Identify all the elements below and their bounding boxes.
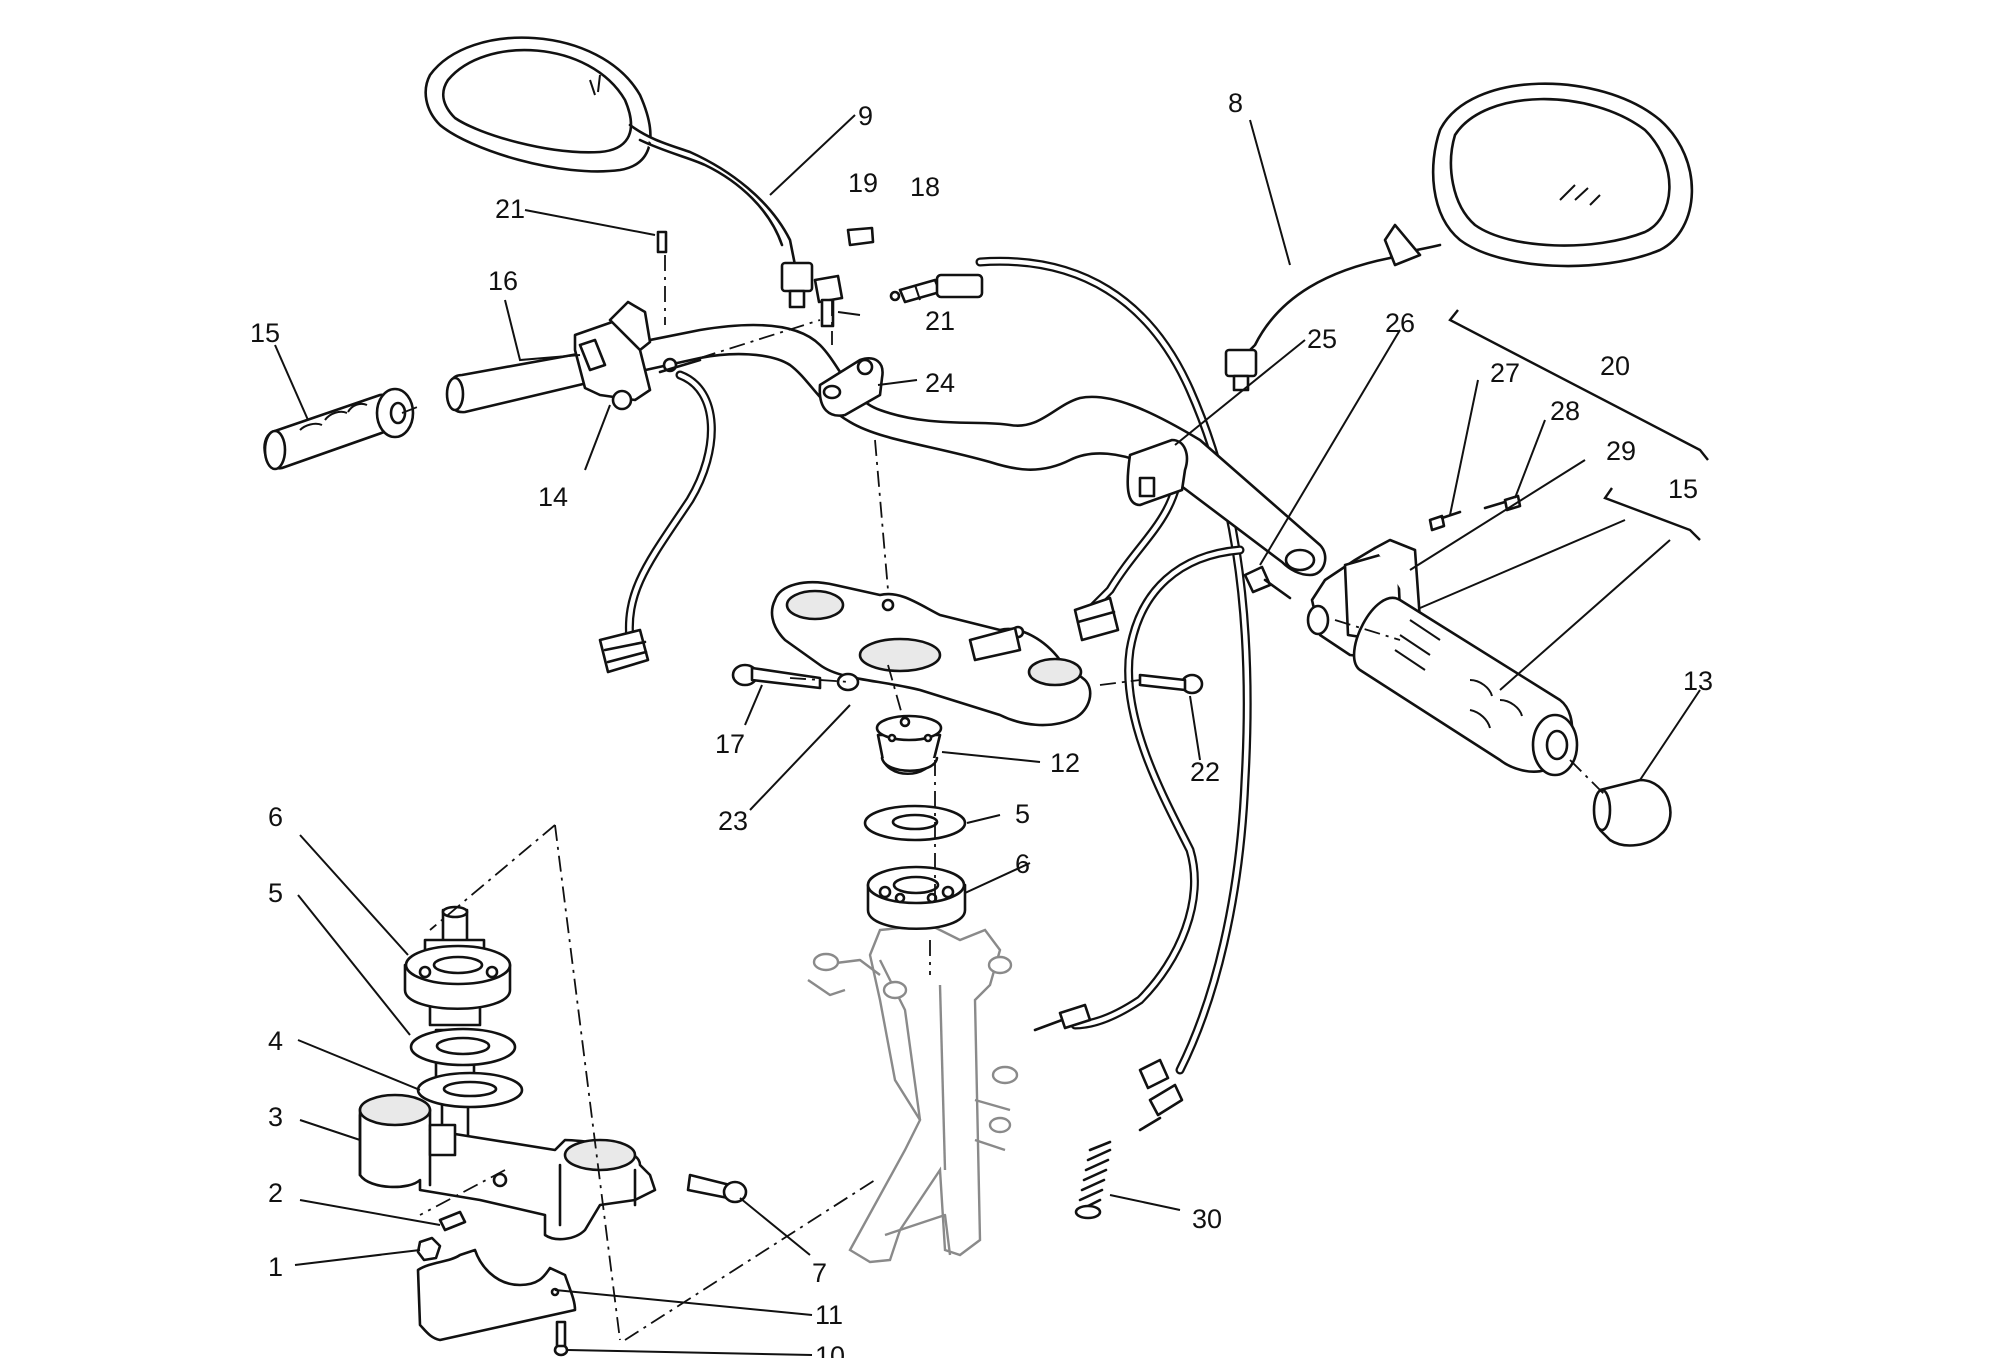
washer-5-top <box>863 804 967 842</box>
bolt-icon <box>813 274 844 328</box>
plate-11 <box>416 1248 577 1342</box>
upper-triple-clamp-icon <box>770 581 1092 727</box>
callout-5-left: 5 <box>268 878 283 908</box>
left-grip-icon <box>263 387 415 471</box>
callout-6-right: 6 <box>1015 849 1030 879</box>
callout-13: 13 <box>1683 666 1713 696</box>
callout-28: 28 <box>1550 396 1580 426</box>
bolt-22 <box>1138 673 1204 695</box>
left-mirror-icon <box>424 36 814 309</box>
right-grip-icon <box>1352 596 1579 777</box>
callout-20: 20 <box>1600 351 1630 381</box>
callout-21-top: 21 <box>495 194 525 224</box>
callout-8: 8 <box>1228 88 1243 118</box>
callout-18: 18 <box>910 172 940 202</box>
bearing-icon <box>866 865 967 930</box>
cable-end-12 <box>1033 1003 1092 1032</box>
frame-icon <box>807 923 1019 1264</box>
callout-30: 30 <box>1192 1204 1222 1234</box>
screw-28 <box>1483 494 1522 512</box>
callout-12: 12 <box>1050 748 1080 778</box>
callout-3: 3 <box>268 1102 283 1132</box>
callout-4: 4 <box>268 1026 283 1056</box>
seal-4 <box>416 1071 524 1109</box>
callout-11: 11 <box>815 1300 843 1330</box>
screw-2 <box>438 1210 467 1232</box>
callout-21-mid: 21 <box>925 306 955 336</box>
cable-adjuster-26 <box>1243 565 1292 600</box>
callout-9: 9 <box>858 101 873 131</box>
bolt-7 <box>686 1173 748 1204</box>
throttle-cable <box>975 256 1252 1075</box>
callout-24: 24 <box>925 368 955 398</box>
bolt-17 <box>731 663 822 690</box>
clutch-cable <box>1070 545 1245 1030</box>
callout-10: 10 <box>815 1341 845 1358</box>
bar-end-cap-icon <box>846 226 875 247</box>
callout-15-right: 15 <box>1668 474 1698 504</box>
pin-icon <box>656 230 668 254</box>
stem-nut-12 <box>875 714 943 776</box>
callout-23: 23 <box>718 806 748 836</box>
callout-29: 29 <box>1606 436 1636 466</box>
leader-lines <box>274 114 1701 1356</box>
callout-22: 22 <box>1190 757 1220 787</box>
triple-clamp-icon <box>358 1093 657 1241</box>
lower-bearing-6 <box>403 944 512 1010</box>
assembly-brackets <box>1448 309 1709 541</box>
right-mirror-icon <box>1224 82 1694 392</box>
callout-16: 16 <box>488 266 518 296</box>
left-switch-icon <box>573 300 702 411</box>
callout-14: 14 <box>538 482 568 512</box>
screw-27 <box>1428 510 1462 532</box>
lower-washer-5 <box>409 1027 517 1067</box>
callout-26: 26 <box>1385 308 1415 338</box>
wiring-connector-left <box>598 628 650 674</box>
callout-1: 1 <box>268 1252 283 1282</box>
cable-end-lower <box>1138 1058 1184 1132</box>
callout-25: 25 <box>1307 324 1337 354</box>
callout-6-left: 6 <box>268 802 283 832</box>
callout-labels: 1 2 3 4 5 5 6 6 7 8 9 10 11 12 13 14 15 … <box>250 88 1713 1358</box>
bar-end-weight-13 <box>1592 778 1672 847</box>
callout-2: 2 <box>268 1178 283 1208</box>
wiring-connector-right <box>1073 596 1120 642</box>
cable-adjuster-18 <box>889 273 984 304</box>
callout-7: 7 <box>812 1258 827 1288</box>
callout-5-right: 5 <box>1015 799 1030 829</box>
callout-27: 27 <box>1490 358 1520 388</box>
upper-clamp-icon <box>818 357 884 417</box>
screw-10 <box>553 1320 569 1357</box>
callout-15-left: 15 <box>250 318 280 348</box>
callout-19: 19 <box>848 168 878 198</box>
left-switch-wiring <box>624 370 716 645</box>
nut-1 <box>416 1236 442 1262</box>
spring-icon <box>1074 1140 1112 1220</box>
callout-17: 17 <box>715 729 745 759</box>
center-lines <box>401 255 1606 1341</box>
